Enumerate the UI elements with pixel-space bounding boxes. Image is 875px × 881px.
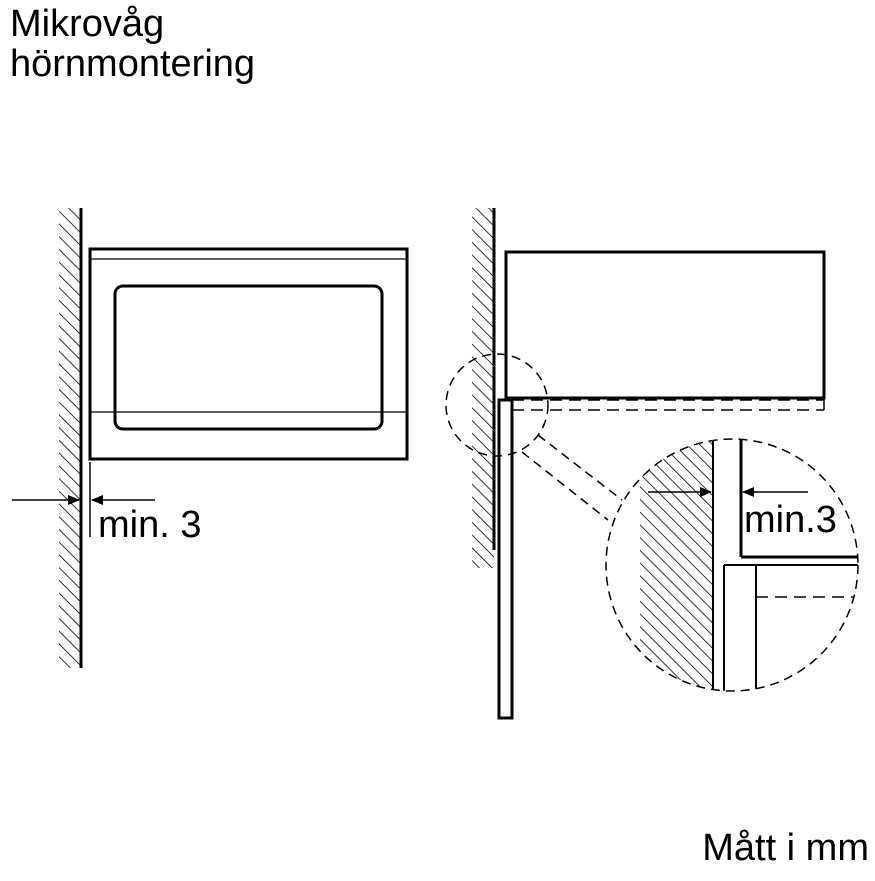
title-line-2: hörnmontering (10, 43, 256, 85)
cabinet-side-panel (497, 398, 514, 720)
detail-leader-upper (537, 434, 623, 501)
detail-marker-circle (445, 353, 549, 457)
detail-bubble-circle (605, 438, 859, 692)
title-line-1: Mikrovåg (10, 3, 165, 45)
detail-wall-hatch (640, 439, 713, 691)
wall-cabinet (504, 250, 826, 400)
detail-leader-lower (521, 451, 609, 521)
left-wall-hatch (59, 208, 81, 668)
front-view: min. 3 (12, 208, 409, 668)
left-dimension-label: min. 3 (98, 504, 201, 546)
diagram-title: Mikrovåg hörnmontering (10, 4, 255, 84)
detail-content (640, 439, 858, 691)
units-note: Mått i mm (702, 827, 869, 869)
side-view: min.3 (445, 208, 859, 720)
microwave-front-outer (88, 247, 409, 461)
microwave-door-window (113, 284, 384, 431)
detail-dimension-label: min.3 (744, 499, 837, 541)
right-wall-hatch (472, 208, 494, 568)
